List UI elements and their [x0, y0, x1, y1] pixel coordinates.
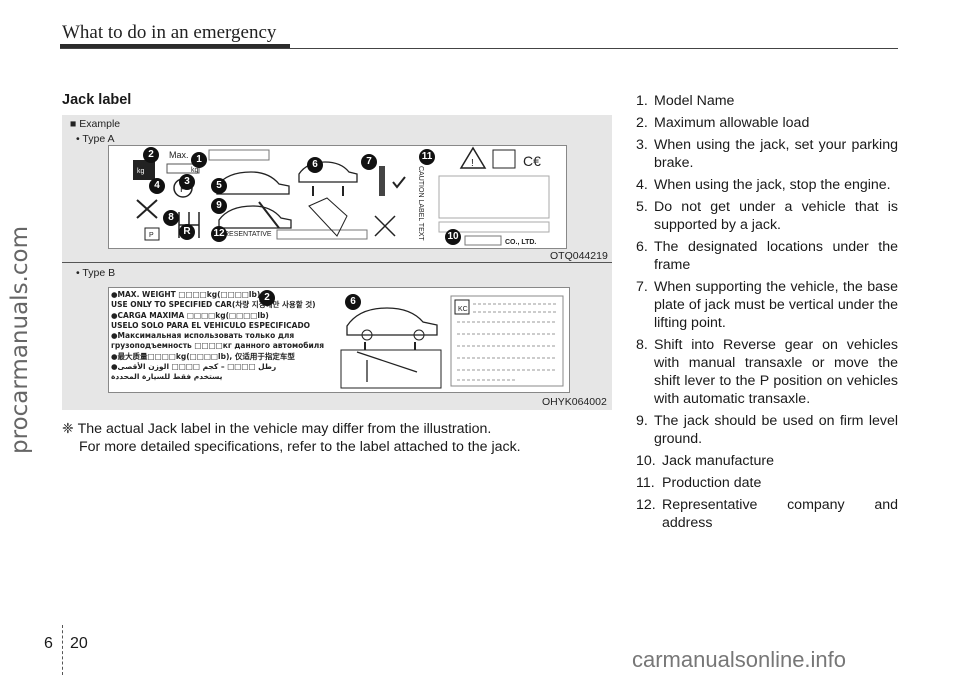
legend-item-text: Shift into Reverse gear on vehicles with… [654, 337, 898, 407]
section-title: Jack label [62, 92, 132, 108]
jack-label-figure: ■ Example • Type A kg Max. kg P P RESENT… [62, 115, 612, 410]
callout-9: 9 [211, 198, 227, 214]
callout-4: 4 [149, 178, 165, 194]
legend-item: 12. Representative company and address [636, 496, 898, 532]
legend-item-number: 11. [636, 475, 655, 491]
figure-divider [62, 262, 612, 263]
legend-item-text: When supporting the vehicle, the base pl… [654, 279, 898, 331]
page-header-title: What to do in an emergency [62, 22, 277, 43]
callout-2: 2 [259, 290, 275, 306]
kg-badge-text: kg [137, 168, 145, 175]
legend-item-text: Representative company and address [662, 497, 898, 531]
type-a-label-image: kg Max. kg P P RESENTATIVE CAUTION LAB [108, 145, 567, 249]
svg-text:KC: KC [458, 306, 468, 313]
legend-item-number: 7. [636, 279, 648, 295]
legend-item-number: 1. [636, 93, 648, 109]
callout-3: 3 [179, 174, 195, 190]
type-b-line: يستخدم فقط للسيارة المحددة [111, 372, 223, 382]
page-number: 20 [70, 635, 88, 652]
note-text-1: The actual Jack label in the vehicle may… [77, 421, 492, 437]
callout-8: 8 [163, 210, 179, 226]
svg-text:C€: C€ [523, 153, 541, 169]
svg-text:!: ! [471, 158, 474, 169]
footer-divider [62, 625, 64, 675]
callout-r: R [179, 224, 195, 240]
callout-1: 1 [191, 152, 207, 168]
kg-text: kg [191, 167, 199, 174]
legend-item-text: Maximum allowable load [654, 115, 810, 131]
note-text-2: For more detailed specifications, refer … [79, 439, 521, 455]
legend-item-number: 5. [636, 199, 648, 215]
legend-item: 1. Model Name [636, 92, 898, 110]
side-watermark-text: procarmanuals.com [7, 226, 33, 454]
legend-item-number: 8. [636, 337, 648, 353]
note-symbol: ❈ [62, 421, 74, 437]
callout-12: 12 [211, 226, 227, 242]
legend-item-number: 12. [636, 497, 656, 513]
legend-item-number: 10. [636, 453, 656, 469]
chapter-number: 6 [44, 635, 53, 652]
resentative-text: RESENTATIVE [224, 231, 272, 238]
side-watermark: procarmanuals.com [0, 170, 40, 510]
legend-item: 6. The designated locations under the fra… [636, 238, 898, 274]
type-b-label-image: ●MAX. WEIGHT □□□□kg(□□□□lb) USE ONLY TO … [108, 287, 570, 393]
legend-item: 7. When supporting the vehicle, the base … [636, 278, 898, 332]
co-ltd-text: CO., LTD. [505, 239, 536, 246]
legend-item: 9. The jack should be used on firm level … [636, 412, 898, 448]
disclaimer-note: ❈ The actual Jack label in the vehicle m… [62, 420, 622, 456]
legend-item-number: 9. [636, 413, 648, 429]
legend-item-text: Jack manufacture [662, 453, 774, 469]
legend-item-text: When using the jack, stop the engine. [654, 177, 891, 193]
legend-item-text: Do not get under a vehicle that is suppo… [654, 199, 898, 233]
type-b-line: USE ONLY TO SPECIFIED CAR(차량 지정에만 사용할 것) [111, 300, 316, 310]
legend-item-number: 2. [636, 115, 648, 131]
callout-6: 6 [307, 157, 323, 173]
legend-item-text: When using the jack, set your parking br… [654, 137, 898, 171]
legend-item-text: The jack should be used on firm level gr… [654, 413, 898, 447]
type-b-label: • Type B [76, 267, 116, 279]
header-accent-bar [60, 44, 290, 49]
callout-6: 6 [345, 294, 361, 310]
jack-label-legend: 1. Model Name 2. Maximum allowable load 3. Wh… [636, 92, 898, 536]
callout-5: 5 [211, 178, 227, 194]
note-line-1: ❈ The actual Jack label in the vehicle m… [62, 420, 622, 438]
callout-7: 7 [361, 154, 377, 170]
bottom-watermark: carmanualsonline.info [632, 647, 847, 672]
legend-item-number: 6. [636, 239, 648, 255]
legend-item-text: The designated locations under the frame [654, 239, 898, 273]
legend-item: 11. Production date [636, 474, 898, 492]
type-b-line: USELO SOLO PARA EL VEHICULO ESPECIFICADO [111, 320, 311, 330]
type-b-line: ●CARGA MAXIMA □□□□kg(□□□□lb) [111, 310, 269, 320]
svg-text:CAUTION LABEL TEXT: CAUTION LABEL TEXT [417, 166, 424, 241]
legend-item: 8. Shift into Reverse gear on vehicles wi… [636, 336, 898, 408]
header-rule [60, 48, 898, 49]
legend-item: 4. When using the jack, stop the engine. [636, 176, 898, 194]
type-b-code: OHYK064002 [542, 396, 607, 408]
type-b-line: ●最大质量□□□□kg(□□□□lb), 仅适用于指定车型 [111, 351, 295, 361]
legend-item: 3. When using the jack, set your parking … [636, 136, 898, 172]
legend-item-number: 4. [636, 177, 648, 193]
type-b-line: ●Максимальная использовать только для [111, 331, 295, 341]
type-a-label: • Type A [76, 133, 115, 145]
svg-text:P: P [149, 232, 154, 239]
legend-item: 2. Maximum allowable load [636, 114, 898, 132]
legend-item: 10. Jack manufacture [636, 452, 898, 470]
type-b-text-block: ●MAX. WEIGHT □□□□kg(□□□□lb) USE ONLY TO … [111, 290, 325, 388]
legend-item-text: Production date [662, 475, 762, 491]
type-a-code: OTQ044219 [550, 250, 608, 262]
type-b-line: грузоподъемность □□□□кг данного автомоби… [111, 341, 325, 351]
max-text: Max. [169, 150, 189, 160]
type-a-illustration: kg Max. kg P P RESENTATIVE CAUTION LAB [133, 146, 550, 246]
legend-item: 5. Do not get under a vehicle that is sup… [636, 198, 898, 234]
legend-item-number: 3. [636, 137, 648, 153]
legend-item-text: Model Name [654, 93, 735, 109]
callout-10: 10 [445, 229, 461, 245]
type-b-illustration: KC [340, 295, 564, 389]
type-b-line: ●MAX. WEIGHT □□□□kg(□□□□lb) [111, 290, 261, 299]
callout-2: 2 [143, 147, 159, 163]
type-b-line: ●رطل □□□□ – كجم □□□□ الوزن الأقصى [111, 362, 277, 372]
example-label: ■ Example [70, 118, 121, 130]
callout-11: 11 [419, 149, 435, 165]
